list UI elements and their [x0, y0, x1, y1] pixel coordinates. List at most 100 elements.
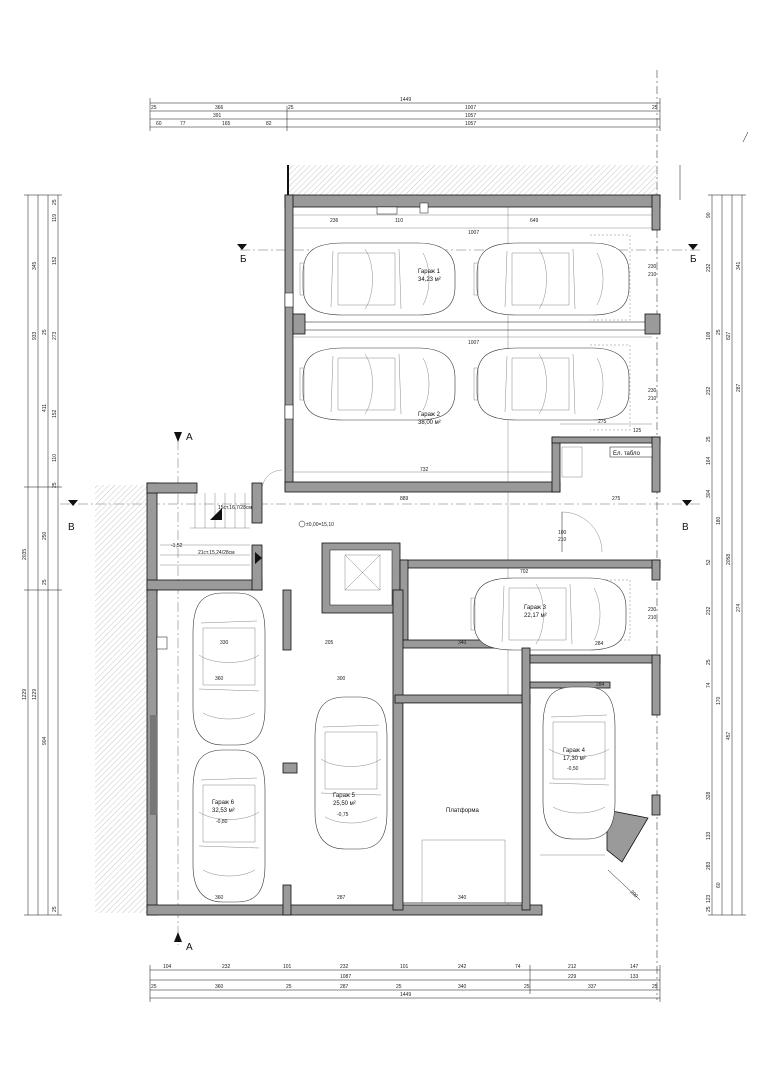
top-dimension-chain: 1449 25 366 25 1007 25 391 1057 60 77 16…: [149, 97, 661, 131]
dim-g3-width: 702: [520, 569, 529, 575]
left-dimension-chain: [24, 194, 62, 916]
left-dim-label: 25: [42, 329, 48, 335]
bottom-dim-r2: 229: [568, 974, 577, 980]
car-g6-lower: [192, 749, 266, 903]
bottom-dim-r1: 104: [163, 964, 172, 970]
electrical-panel-room: Ел. табло 275 125 275: [560, 419, 653, 502]
right-dim-label: 232: [706, 606, 712, 615]
left-dim-label: 119: [52, 214, 58, 222]
left-dim-label: 1229: [32, 689, 38, 700]
dim-top-r2-2: 366: [215, 105, 224, 111]
left-dim-label: 933: [32, 331, 38, 340]
garage4-area: 17,30 м²: [563, 756, 586, 762]
section-b-left: Б: [240, 254, 247, 265]
dim-top-r2-3: 25: [288, 105, 294, 111]
door2-height: 210: [648, 396, 657, 402]
dim-top-r4-1: 60: [156, 121, 162, 127]
bottom-dim-r3: 287: [340, 984, 349, 990]
right-dim-label: 164: [706, 456, 712, 465]
garage3-area: 22,17 м²: [524, 613, 547, 619]
left-dim-label: 250: [42, 531, 48, 540]
right-dim-label: 2058: [726, 554, 732, 565]
garage6-level: -0,80: [216, 819, 228, 825]
right-dim-label: 328: [706, 791, 712, 800]
dim-g2-width: 1007: [468, 340, 479, 346]
garage4-name: Гараж 4: [563, 748, 586, 754]
bottom-dim-r2: 1087: [340, 974, 351, 980]
right-dim-label: 74: [706, 682, 712, 688]
car-g5: [314, 696, 388, 850]
bottom-dim-r3: 25: [151, 984, 157, 990]
right-dim-label: 287: [736, 383, 742, 392]
bottom-dim-r3: 25: [396, 984, 402, 990]
right-dimension-chain: [708, 194, 746, 916]
right-dim-label: 180: [716, 516, 722, 525]
car-g2-right: [473, 347, 630, 421]
door3-height: 210: [648, 615, 657, 621]
stair-block: 15ст.16,7/28см 21ст.15,24/28см -1,52 ±0,…: [146, 469, 334, 594]
left-dim-label: 152: [52, 256, 58, 265]
garage5-level: -0,75: [337, 812, 349, 818]
left-dim-label: 273: [52, 331, 58, 340]
right-dim-label: 109: [706, 331, 712, 340]
panel-label: Ел. табло: [613, 451, 641, 457]
right-dim-label: 60: [716, 882, 722, 888]
dim-g1-top-left: 236: [330, 218, 339, 224]
bottom-dim-r3: 25: [286, 984, 292, 990]
left-dim-label: 110: [52, 454, 58, 462]
bottom-dim-r1: 147: [630, 964, 639, 970]
left-dim-label: 25: [52, 199, 58, 205]
dim-corridor: 889: [400, 496, 409, 502]
lower-garage-block: [146, 589, 661, 916]
right-dim-label: 90: [706, 212, 712, 218]
door3-width: 230: [648, 607, 657, 613]
dim-g1-width: 1007: [468, 230, 479, 236]
car-g1-right: [473, 242, 630, 316]
section-v-left: В: [68, 522, 75, 533]
garage3-block: [399, 559, 661, 649]
upper-garage-block: [284, 194, 661, 493]
bottom-dim-r1: 242: [458, 964, 467, 970]
right-dim-label: 232: [706, 263, 712, 272]
dim-top-r2-5: 25: [652, 105, 658, 111]
section-marks: А А Б Б В В: [68, 244, 698, 953]
car-g4: [542, 686, 616, 840]
garage5-area: 25,50 м²: [333, 801, 356, 807]
right-dim-label: 25: [706, 906, 712, 912]
north-arrow-icon: [742, 131, 749, 143]
bottom-dim-r3: 360: [215, 984, 224, 990]
car-g6-upper: [192, 592, 266, 746]
ground-hatch-top: [288, 165, 658, 195]
dim-top-r4-3: 165: [222, 121, 231, 127]
section-a-top: А: [186, 432, 193, 443]
bottom-dim-r2: 133: [630, 974, 639, 980]
dim-panel-top: 275: [598, 419, 607, 425]
dim-top-r4-2: 77: [180, 121, 186, 127]
bottom-dim-r1: 101: [283, 964, 292, 970]
ground-hatch-left: [95, 485, 147, 913]
main-door-height: 210: [558, 537, 567, 543]
garage6-area: 32,53 м²: [212, 808, 235, 814]
left-dim-label: 904: [42, 736, 48, 745]
dim-g3-bottom: 284: [595, 641, 604, 647]
right-dim-label: 274: [736, 603, 742, 612]
garage3-name: Гараж 3: [524, 605, 547, 611]
car-g3: [470, 577, 627, 651]
bottom-dimension-chain: [149, 965, 661, 1002]
dim-g6-top: 330: [220, 640, 229, 646]
bottom-dim-r1: 212: [568, 964, 577, 970]
dim-top-r2-4: 1007: [465, 105, 476, 111]
right-dim-label: 133: [706, 831, 712, 840]
section-b-right: Б: [690, 254, 697, 265]
dim-top-r4-5: 1057: [465, 121, 476, 127]
garage2-name: Гараж 2: [418, 412, 441, 418]
right-dim-label: 25: [706, 659, 712, 665]
dim-platform-top: 340: [458, 640, 467, 646]
left-dim-label: 25: [42, 579, 48, 585]
section-a-bottom: А: [186, 942, 193, 953]
right-dim-label: 232: [706, 386, 712, 395]
section-v-right: В: [682, 522, 689, 533]
dim-top-r3-1: 391: [213, 113, 222, 119]
